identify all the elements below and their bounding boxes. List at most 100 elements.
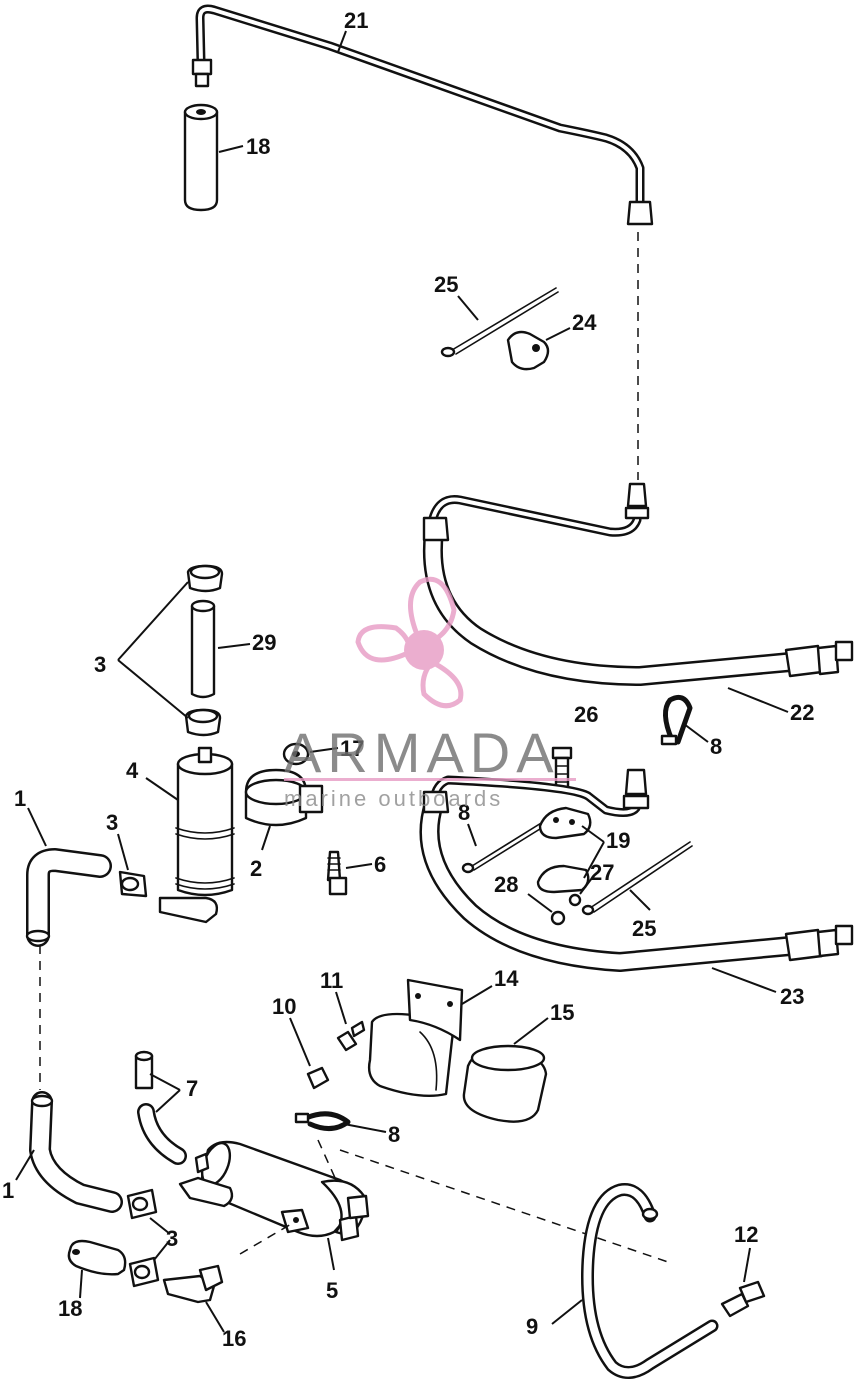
callout-24: 24 <box>545 310 597 341</box>
part-29-hose <box>190 599 216 699</box>
leader-3a <box>117 581 189 719</box>
part-6-screw <box>326 850 348 896</box>
callout-23: 23 <box>711 967 804 1009</box>
callout-8-left: 8 <box>458 800 477 847</box>
callout-7: 7 <box>149 1073 198 1113</box>
part-18-sleeve-upper <box>183 103 219 212</box>
callout-4: 4 <box>126 758 179 801</box>
svg-text:18: 18 <box>246 134 270 159</box>
watermark-title: ARMADA <box>284 721 560 784</box>
callout-22: 22 <box>727 687 814 725</box>
callout-17: 17 <box>309 736 364 761</box>
callout-10: 10 <box>272 994 311 1067</box>
svg-text:29: 29 <box>252 630 276 655</box>
part-8-clip-lower <box>294 1111 351 1131</box>
part-1-hose-lower <box>29 1091 123 1213</box>
svg-text:1: 1 <box>2 1178 14 1203</box>
svg-text:18: 18 <box>58 1296 82 1321</box>
part-25-tie-strap-lower <box>581 841 693 916</box>
part-7-hose <box>134 1050 187 1165</box>
svg-text:2: 2 <box>250 856 262 881</box>
svg-text:3: 3 <box>94 652 106 677</box>
callout-3-lower: 3 <box>166 1226 178 1251</box>
part-19-clamp-pair <box>536 806 592 894</box>
svg-text:12: 12 <box>734 1222 758 1247</box>
svg-text:5: 5 <box>326 1278 338 1303</box>
part-12-connector <box>720 1280 766 1318</box>
part-22-hose-upper <box>422 482 854 686</box>
part-14-mounting-bracket <box>367 978 464 1097</box>
svg-text:23: 23 <box>780 984 804 1009</box>
callout-8-lower: 8 <box>343 1122 400 1147</box>
part-23-hose-lower <box>419 768 854 972</box>
svg-text:16: 16 <box>222 1326 246 1351</box>
part-11-screw <box>336 1020 366 1052</box>
svg-text:25: 25 <box>434 272 458 297</box>
svg-text:21: 21 <box>344 8 368 33</box>
callout-1-lower: 1 <box>2 1149 35 1203</box>
svg-text:11: 11 <box>320 968 343 993</box>
part-15-sleeve <box>462 1044 548 1123</box>
part-8-clip-upper <box>660 694 693 746</box>
part-21-fuel-line <box>191 4 654 226</box>
part-3-clamp-mid <box>184 708 222 737</box>
callout-2: 2 <box>250 825 271 881</box>
part-4-fuel-filter <box>158 746 235 924</box>
part-17-nut <box>282 742 310 766</box>
callout-26: 26 <box>574 702 598 727</box>
svg-text:28: 28 <box>494 872 518 897</box>
svg-text:3: 3 <box>166 1226 178 1251</box>
callout-9: 9 <box>526 1299 583 1339</box>
part-28-nut <box>550 910 566 926</box>
callout-29: 29 <box>217 630 276 655</box>
svg-text:8: 8 <box>458 800 470 825</box>
svg-text:15: 15 <box>550 1000 574 1025</box>
callout-11: 11 <box>320 968 347 1025</box>
armada-watermark: ARMADA marine outboards <box>284 576 576 811</box>
part-3-clamp-lower-a <box>126 1188 158 1220</box>
callout-19: 19 <box>581 825 630 879</box>
svg-text:8: 8 <box>710 734 722 759</box>
svg-text:4: 4 <box>126 758 139 783</box>
svg-text:19: 19 <box>606 828 630 853</box>
svg-text:1: 1 <box>14 786 26 811</box>
callout-25-upper: 25 <box>434 272 479 321</box>
assembly-guide-line-pump <box>239 1139 669 1263</box>
svg-text:9: 9 <box>526 1314 538 1339</box>
callout-6: 6 <box>345 852 386 877</box>
callout-3-left: 3 <box>106 810 129 871</box>
callout-21: 21 <box>337 8 368 53</box>
callout-5: 5 <box>326 1237 338 1303</box>
svg-text:3: 3 <box>106 810 118 835</box>
part-2-bracket <box>244 768 324 827</box>
part-25-tie-strap-upper <box>440 287 559 358</box>
part-3-clamp-lower-b <box>128 1256 160 1288</box>
svg-text:17: 17 <box>340 736 364 761</box>
leader-3b <box>149 1217 171 1261</box>
callout-18-lower: 18 <box>58 1269 83 1321</box>
callout-27: 27 <box>579 860 614 895</box>
propeller-logo <box>355 576 464 709</box>
callout-18-upper: 18 <box>218 134 270 159</box>
callout-labels: 21 18 25 24 3 29 4 17 1 <box>2 8 814 1351</box>
part-8-tie-left <box>461 819 549 874</box>
svg-text:10: 10 <box>272 994 296 1019</box>
callout-25-lower: 25 <box>629 889 656 941</box>
svg-text:26: 26 <box>574 702 598 727</box>
watermark-subtitle: marine outboards <box>284 786 503 811</box>
callout-3-top: 3 <box>94 652 106 677</box>
callout-12: 12 <box>734 1222 758 1283</box>
part-3-clamp-top <box>186 564 224 593</box>
callout-14: 14 <box>461 966 519 1005</box>
svg-text:25: 25 <box>632 916 656 941</box>
part-18-sleeve-lower <box>67 1239 127 1276</box>
svg-text:24: 24 <box>572 310 597 335</box>
part-1-elbow-hose-upper <box>25 848 112 947</box>
svg-text:6: 6 <box>374 852 386 877</box>
part-16-elbow-fitting <box>162 1264 224 1304</box>
part-3-clamp-left <box>118 870 148 898</box>
part-9-fuel-hose <box>581 1183 719 1379</box>
svg-text:7: 7 <box>186 1076 198 1101</box>
part-10-nut <box>306 1066 330 1090</box>
